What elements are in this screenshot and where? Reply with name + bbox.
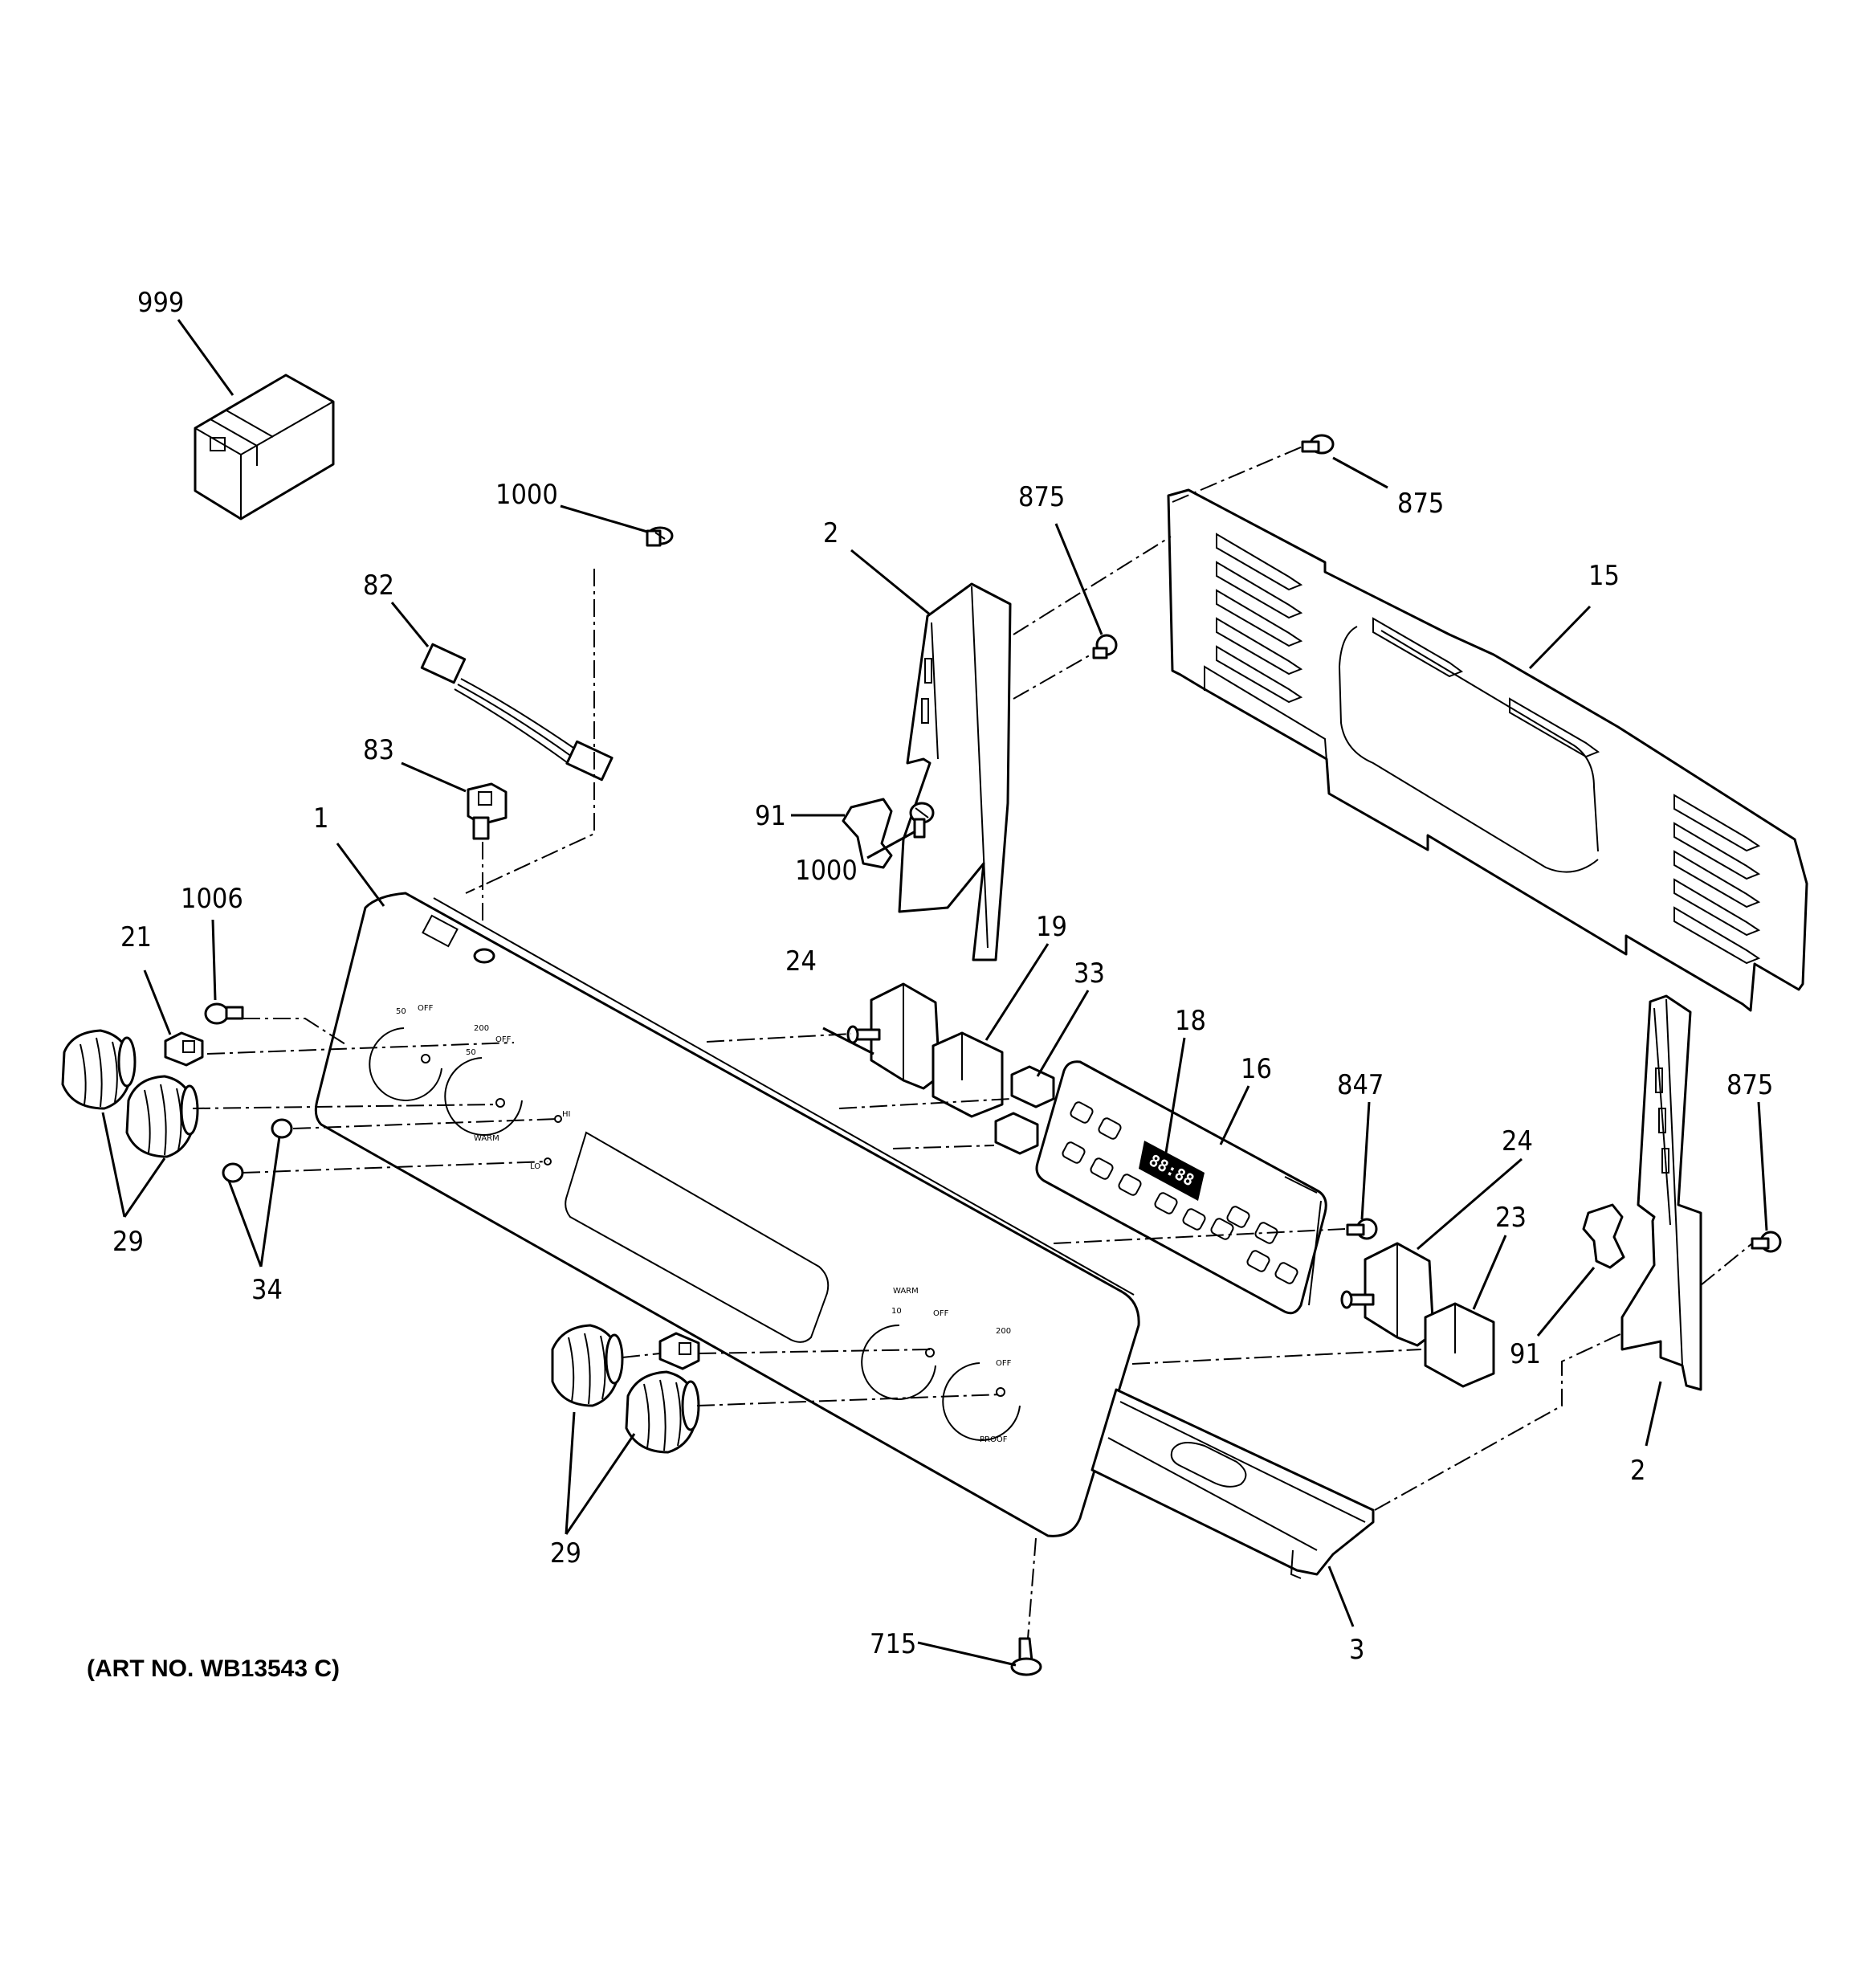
callout-29-left: 29 bbox=[112, 1226, 144, 1258]
part-999-box bbox=[194, 374, 335, 520]
callout-15: 15 bbox=[1588, 560, 1620, 592]
svg-text:OFF: OFF bbox=[418, 1004, 434, 1013]
callout-1000-top: 1000 bbox=[495, 479, 558, 511]
svg-text:10: 10 bbox=[891, 1307, 902, 1316]
part-875-screw-top bbox=[1301, 434, 1335, 455]
svg-text:50: 50 bbox=[396, 1007, 406, 1016]
part-875-screw-right bbox=[1751, 1231, 1782, 1253]
part-29-knob-bottom-lower bbox=[625, 1370, 700, 1454]
callout-33: 33 bbox=[1074, 957, 1105, 990]
part-15-back-panel bbox=[1167, 488, 1808, 1012]
svg-text:HI: HI bbox=[562, 1110, 570, 1119]
part-1000-screw-top bbox=[646, 526, 674, 547]
callout-21: 21 bbox=[120, 921, 152, 953]
svg-text:OFF: OFF bbox=[933, 1309, 949, 1318]
part-3-trim-rail bbox=[1090, 1388, 1375, 1579]
callout-1006: 1006 bbox=[181, 883, 243, 915]
part-1000-screw-lower bbox=[909, 802, 935, 839]
svg-text:OFF: OFF bbox=[996, 1359, 1012, 1368]
part-21-indicator-left bbox=[164, 1031, 204, 1067]
callout-3: 3 bbox=[1349, 1634, 1364, 1666]
part-19-switch bbox=[932, 1031, 1004, 1118]
part-715-screw bbox=[1010, 1637, 1042, 1676]
part-2-side-bracket-lower bbox=[1620, 994, 1702, 1391]
part-24-switch-left bbox=[846, 982, 941, 1090]
callout-83: 83 bbox=[363, 734, 394, 766]
callout-24-left: 24 bbox=[785, 945, 817, 978]
callout-1: 1 bbox=[313, 802, 328, 835]
callout-2-lower: 2 bbox=[1630, 1455, 1645, 1487]
part-23-switch bbox=[1424, 1302, 1495, 1388]
part-indicator-bottom bbox=[658, 1332, 700, 1370]
part-29-knob-left-lower bbox=[125, 1075, 199, 1158]
part-1006-screw bbox=[204, 1002, 244, 1025]
callout-34: 34 bbox=[251, 1274, 283, 1306]
callout-875-mid: 875 bbox=[1018, 481, 1065, 513]
part-16-control-board: 88:88 bbox=[1035, 1060, 1327, 1315]
part-875-screw-mid bbox=[1092, 634, 1118, 659]
callout-999: 999 bbox=[137, 287, 184, 319]
callout-715: 715 bbox=[870, 1628, 916, 1660]
svg-text:OFF: OFF bbox=[495, 1035, 512, 1044]
callout-23: 23 bbox=[1495, 1202, 1527, 1234]
callout-1000-lower: 1000 bbox=[795, 855, 858, 887]
callout-82: 82 bbox=[363, 569, 394, 602]
svg-text:LO: LO bbox=[530, 1162, 540, 1171]
callout-24-right: 24 bbox=[1502, 1125, 1533, 1157]
svg-text:WARM: WARM bbox=[893, 1287, 919, 1296]
part-34-screws bbox=[222, 1118, 293, 1183]
art-number: (ART NO. WB13543 C) bbox=[87, 1655, 340, 1682]
callout-19: 19 bbox=[1036, 911, 1067, 943]
part-24-switch-right bbox=[1340, 1242, 1435, 1347]
callout-2-upper: 2 bbox=[823, 517, 838, 549]
callout-875-right: 875 bbox=[1726, 1069, 1773, 1101]
callout-18: 18 bbox=[1175, 1005, 1206, 1037]
callout-91-upper: 91 bbox=[755, 800, 786, 832]
assembly-lines bbox=[192, 446, 1753, 1639]
svg-text:PROOF: PROOF bbox=[980, 1435, 1008, 1444]
part-29-knob-bottom-upper bbox=[551, 1324, 624, 1407]
svg-text:200: 200 bbox=[996, 1327, 1011, 1336]
part-1-control-panel: 50 OFF 200 OFF 50 HI WARM LO WARM 10 OFF… bbox=[314, 892, 1140, 1537]
part-33-rocker-switches bbox=[994, 1065, 1055, 1155]
leader-lines bbox=[101, 319, 1768, 1667]
part-83-switch bbox=[467, 782, 508, 840]
part-82-wire-harness bbox=[420, 643, 614, 782]
callout-29-bottom: 29 bbox=[550, 1537, 581, 1570]
callout-91-lower: 91 bbox=[1510, 1338, 1541, 1370]
part-847-screw bbox=[1346, 1218, 1378, 1240]
svg-text:WARM: WARM bbox=[474, 1134, 499, 1143]
part-2-side-bracket-upper bbox=[898, 582, 1012, 961]
callout-875-top: 875 bbox=[1397, 488, 1444, 520]
part-29-knob-left-upper bbox=[61, 1029, 137, 1110]
svg-text:50: 50 bbox=[466, 1048, 476, 1057]
callout-847: 847 bbox=[1337, 1069, 1384, 1101]
part-91-hinge-lower bbox=[1582, 1203, 1625, 1269]
svg-text:200: 200 bbox=[474, 1024, 489, 1033]
callout-16: 16 bbox=[1241, 1053, 1272, 1085]
callout-labels: 999 1000 82 83 1 1006 21 29 34 2 875 875… bbox=[112, 287, 1773, 1666]
